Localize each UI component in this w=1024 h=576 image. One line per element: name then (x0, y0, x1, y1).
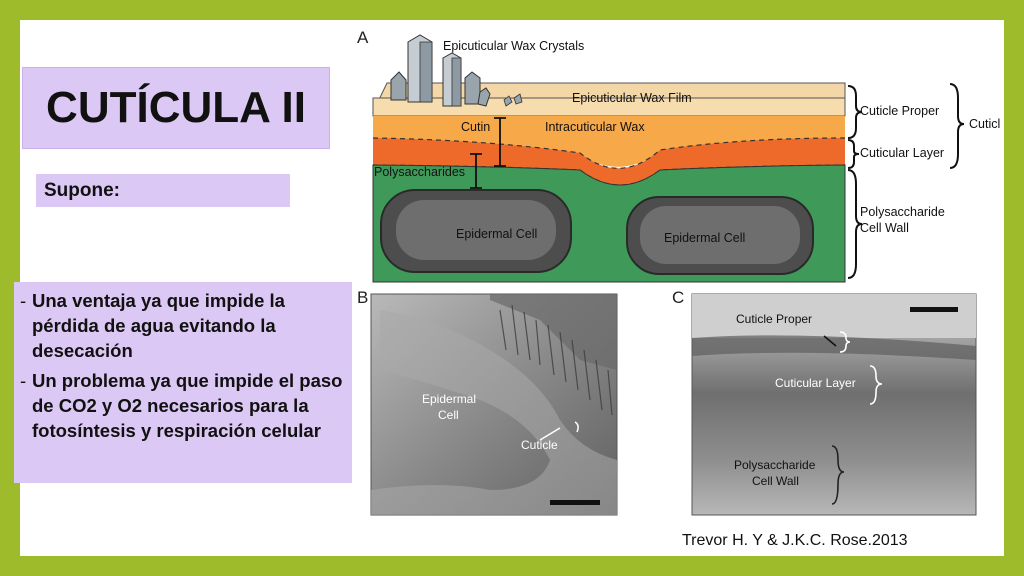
tem-bracket-cuticle-proper (839, 331, 851, 353)
wax-crystal-2 (442, 52, 462, 107)
bracket-cuticular-layer (847, 139, 860, 169)
label-c-poly-2: Cell Wall (752, 474, 799, 488)
bullet-item-2: - Un problema ya que impide el paso de C… (20, 368, 346, 443)
tem-bracket-cuticular-layer (869, 365, 883, 405)
epidermal-cell-left-shape (380, 189, 572, 273)
wax-crystal-1 (407, 34, 433, 103)
label-c-poly-1: Polysaccharide (734, 458, 816, 472)
label-wax-film: Epicuticular Wax Film (572, 91, 692, 105)
label-cuticle-proper: Cuticle Proper (860, 104, 939, 118)
wax-film-top (372, 82, 846, 113)
label-b-cuticle: Cuticle (521, 438, 558, 452)
title-box: CUTÍCULA II (22, 67, 330, 149)
tem-bracket-poly-wall (831, 445, 845, 505)
bracket-cuticle (949, 83, 965, 169)
label-poly-wall-1: Polysaccharide (860, 205, 945, 219)
citation: Trevor H. Y & J.K.C. Rose.2013 (682, 532, 908, 549)
wax-crystal-5 (477, 87, 491, 107)
wax-crystal-3 (390, 71, 407, 101)
panel-letter-c: C (672, 288, 685, 307)
cutin-layer (373, 116, 845, 167)
slide-title: CUTÍCULA II (46, 83, 306, 132)
cutin-measure-bar (494, 117, 506, 167)
panel-letter-a: A (357, 28, 369, 47)
supone-label: Supone: (44, 179, 120, 201)
label-polysaccharides: Polysaccharides (374, 165, 465, 179)
bullet-dash-2: - (20, 370, 27, 391)
label-cuticle: Cuticl (969, 117, 1000, 131)
panel-b-sem (370, 293, 618, 516)
label-b-epidermal-1: Epidermal (422, 392, 476, 406)
bullet-text-1: Una ventaja ya que impide la pérdida de … (32, 290, 285, 361)
epidermal-cell-right-shape (626, 196, 814, 275)
sem-image (370, 293, 618, 516)
bullet-dash-1: - (20, 290, 27, 311)
label-epidermal-cell-left: Epidermal Cell (456, 227, 537, 241)
label-cutin: Cutin (461, 120, 490, 134)
label-epidermal-cell-right: Epidermal Cell (664, 231, 745, 245)
supone-box: Supone: (36, 174, 290, 207)
label-intracuticular: Intracuticular Wax (545, 120, 645, 134)
cuticular-layer (373, 138, 845, 185)
label-poly-wall-2: Cell Wall (860, 221, 909, 235)
bullet-text-2: Un problema ya que impide el paso de CO2… (32, 370, 343, 441)
wax-crystal-4 (464, 71, 481, 105)
cell-wall-green (372, 164, 846, 283)
panel-letter-b: B (357, 288, 369, 307)
label-c-cuticular-layer: Cuticular Layer (775, 376, 856, 390)
panel-c-tem (691, 293, 977, 516)
bracket-poly-wall (847, 169, 863, 279)
tem-scale-bar (910, 307, 958, 312)
label-wax-crystals: Epicuticular Wax Crystals (443, 39, 584, 53)
tem-image (691, 293, 977, 516)
cuticular-dash-line (372, 164, 846, 186)
bracket-cuticle-proper (847, 85, 863, 139)
slide: CUTÍCULA II Supone: - Una ventaja ya que… (14, 20, 1004, 556)
bullet-item-1: - Una ventaja ya que impide la pérdida d… (20, 288, 346, 363)
bullet-list-box: - Una ventaja ya que impide la pérdida d… (14, 282, 352, 483)
label-c-cuticle-proper: Cuticle Proper (736, 312, 812, 326)
label-cuticular-layer: Cuticular Layer (860, 146, 944, 160)
wax-film (372, 97, 846, 117)
bullet-list: - Una ventaja ya que impide la pérdida d… (20, 288, 346, 443)
sem-scale-bar (550, 500, 600, 505)
cutin-dash-line (372, 137, 846, 169)
panel-a-diagram (372, 34, 965, 283)
label-b-epidermal-2: Cell (438, 408, 459, 422)
poly-measure-bar (470, 153, 482, 189)
